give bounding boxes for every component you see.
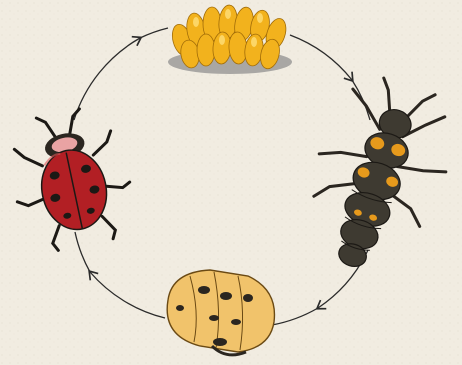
life-cycle-diagram [0, 0, 462, 365]
cycle-canvas [0, 0, 462, 365]
